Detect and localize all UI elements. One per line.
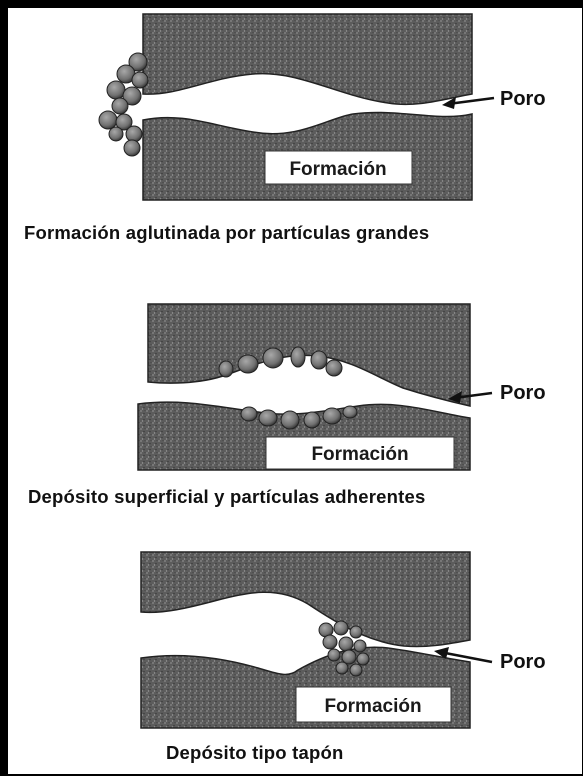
- diagram-canvas: Formación Poro: [98, 13, 546, 729]
- particle: [262, 347, 284, 369]
- particle: [322, 634, 338, 650]
- particle: [333, 620, 349, 636]
- particle: [131, 71, 149, 89]
- particle: [122, 86, 142, 106]
- panel-2-formation-label: Formación: [311, 444, 408, 465]
- particle: [325, 359, 343, 377]
- panel-1-pore-arrow: [442, 96, 495, 109]
- panel-1-pore-label: Poro: [500, 88, 546, 110]
- panel-2-upper-rock: [147, 303, 471, 407]
- particle: [341, 649, 357, 665]
- panel-1-particles: [98, 52, 149, 157]
- panel-3-pore-label: Poro: [500, 651, 546, 673]
- particle: [258, 409, 278, 427]
- particle: [218, 360, 234, 378]
- panel-1-caption: Formación aglutinada por partículas gran…: [24, 222, 430, 243]
- particle: [106, 80, 126, 100]
- particle: [240, 406, 258, 422]
- panel-1-formation-box: [264, 150, 413, 185]
- particle: [98, 110, 118, 130]
- particle: [280, 410, 300, 430]
- particle: [342, 405, 358, 419]
- particle: [111, 97, 129, 115]
- panel-3-formation-label: Formación: [324, 696, 421, 717]
- particle: [322, 407, 342, 425]
- particle: [353, 639, 367, 653]
- particle: [125, 125, 143, 143]
- panel-1-formation-label: Formación: [289, 159, 386, 180]
- particle: [310, 350, 328, 370]
- panel-2-lower-particles: [240, 405, 358, 430]
- particle: [115, 113, 133, 131]
- panel-2-pore-arrow: [448, 391, 493, 403]
- panel-3: Formación Poro: [140, 551, 546, 729]
- panel-3-pore-arrow: [434, 647, 493, 664]
- panel-2-pore-label: Poro: [500, 382, 546, 404]
- panel-3-upper-rock: [140, 551, 471, 648]
- particle: [327, 648, 341, 662]
- particle: [349, 625, 363, 639]
- panel-3-formation-box: [295, 686, 452, 723]
- panel-2: Formación Poro: [137, 303, 546, 471]
- panel-3-plug-particles: [318, 620, 370, 677]
- panel-2-formation-box: [265, 436, 455, 470]
- particle: [237, 354, 259, 374]
- particle: [108, 126, 124, 142]
- panel-3-caption: Depósito tipo tapón: [166, 742, 344, 763]
- particle: [290, 346, 306, 368]
- particle: [128, 52, 148, 72]
- particle: [338, 636, 354, 652]
- diagram-frame: Formación Poro: [8, 8, 582, 774]
- particle: [356, 652, 370, 666]
- particle: [303, 411, 321, 429]
- particle: [349, 663, 363, 677]
- panel-2-upper-particles: [218, 346, 343, 378]
- particle: [123, 139, 141, 157]
- panel-2-caption: Depósito superficial y partículas adhere…: [28, 486, 426, 507]
- particle: [335, 661, 349, 675]
- panel-1-upper-rock: [142, 13, 473, 106]
- panel-1: Formación Poro: [98, 13, 546, 201]
